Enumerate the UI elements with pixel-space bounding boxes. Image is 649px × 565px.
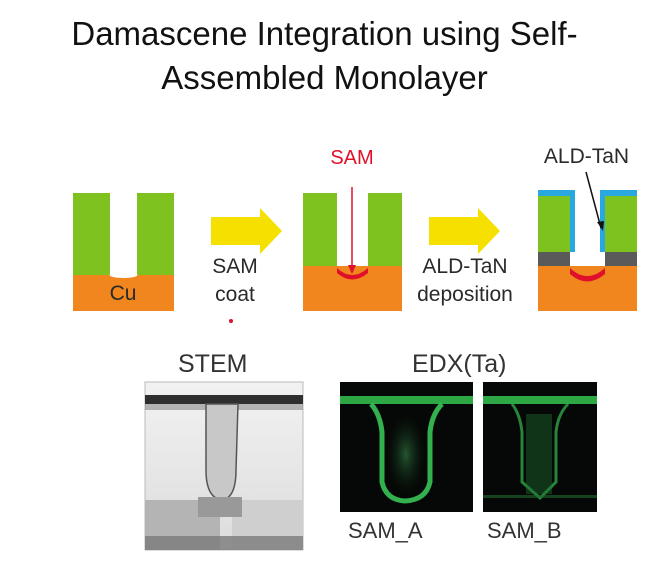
step3-liner-left [538,252,570,266]
arrow2-label-line1: ALD-TaN [410,255,520,279]
sam-label: SAM [322,147,382,170]
step2-dielectric-left [303,193,337,273]
stem-caption: STEM [178,350,247,379]
edx-caption: EDX(Ta) [412,350,506,379]
step3-tan-cap-left [538,190,574,196]
step2-dielectric-right [368,193,402,273]
arrow2-shape [429,208,500,254]
stem-image [145,382,303,550]
step3-structure [538,172,637,311]
edx-sam-a-image [340,382,473,512]
arrow1-label-line2: coat [205,283,265,307]
red-dot-marker [229,319,233,323]
cu-label: Cu [98,282,148,306]
step3-tan-wall-left [570,190,575,252]
tan-pointer-line [586,172,601,228]
arrow1-shape [211,208,282,254]
step3-liner-right [605,252,637,266]
step3-copper-substrate [538,266,637,311]
step3-dielectric-left [538,196,570,252]
step3-tan-wall-right [600,190,605,252]
arrow2-label-line2: deposition [410,283,520,307]
step3-tan-cap-right [600,190,637,196]
tan-label: ALD-TaN [529,145,644,169]
arrow1-label-line1: SAM [205,255,265,279]
step1-dielectric-left [73,193,110,275]
sam-a-caption: SAM_A [348,518,423,544]
step3-dielectric-right [605,196,637,252]
sam-b-caption: SAM_B [487,518,562,544]
step2-structure [303,187,402,311]
step1-dielectric-right [137,193,174,275]
edx-sam-b-image [483,382,597,512]
step1-cu-surface [110,272,138,278]
